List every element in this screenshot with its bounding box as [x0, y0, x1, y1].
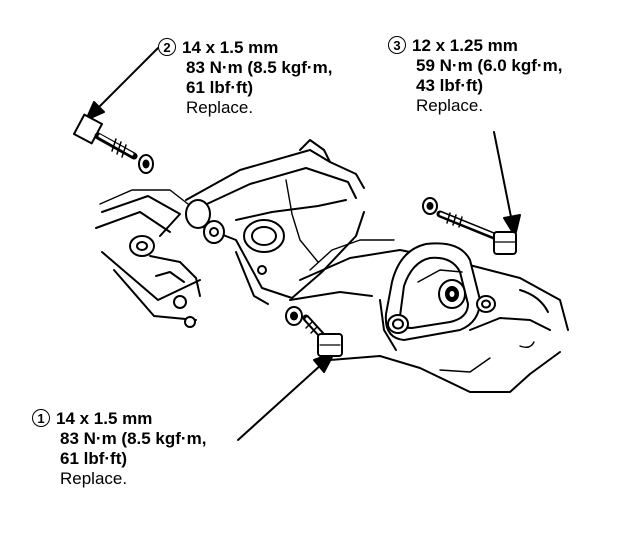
- callout-2-size: 14 x 1.5 mm: [182, 38, 279, 57]
- bolt-2: [73, 113, 154, 174]
- callout-1-torque-cont: 61 lbf·ft): [60, 449, 128, 468]
- leader-arrow-3: [493, 131, 521, 237]
- callout-3-torque-cont: 43 lbf·ft): [416, 76, 484, 95]
- callout-1-number: 1: [32, 409, 50, 427]
- leader-arrow-2: [85, 47, 159, 121]
- leader-arrow-1: [237, 352, 335, 441]
- bolt-3: [422, 197, 517, 255]
- engine-mount: [384, 242, 496, 341]
- callout-3-number: 3: [388, 36, 406, 54]
- callout-1: 1 14 x 1.5 mm 83 N·m (8.5 kgf·m, 61 lbf·f…: [32, 409, 206, 489]
- transmission-case: [289, 239, 569, 393]
- callout-2-number: 2: [158, 38, 176, 56]
- callout-2-torque: 83 N·m (8.5 kgf·m,: [186, 58, 333, 77]
- callout-1-size: 14 x 1.5 mm: [56, 409, 153, 428]
- frame-bracket: [95, 189, 201, 328]
- callout-3: 3 12 x 1.25 mm 59 N·m (6.0 kgf·m, 43 lbf·…: [388, 36, 562, 116]
- callout-1-torque: 83 N·m (8.5 kgf·m,: [60, 429, 207, 448]
- callout-3-size: 12 x 1.25 mm: [412, 36, 518, 55]
- callout-3-note: Replace.: [416, 96, 484, 115]
- callout-2-torque-cont: 61 lbf·ft): [186, 78, 254, 97]
- bolt-1: [285, 306, 343, 357]
- callout-3-torque: 59 N·m (6.0 kgf·m,: [416, 56, 563, 75]
- callout-2-note: Replace.: [186, 98, 254, 117]
- callout-1-note: Replace.: [60, 469, 128, 488]
- mount-bracket: [185, 139, 365, 305]
- callout-2: 2 14 x 1.5 mm 83 N·m (8.5 kgf·m, 61 lbf·f…: [158, 38, 332, 118]
